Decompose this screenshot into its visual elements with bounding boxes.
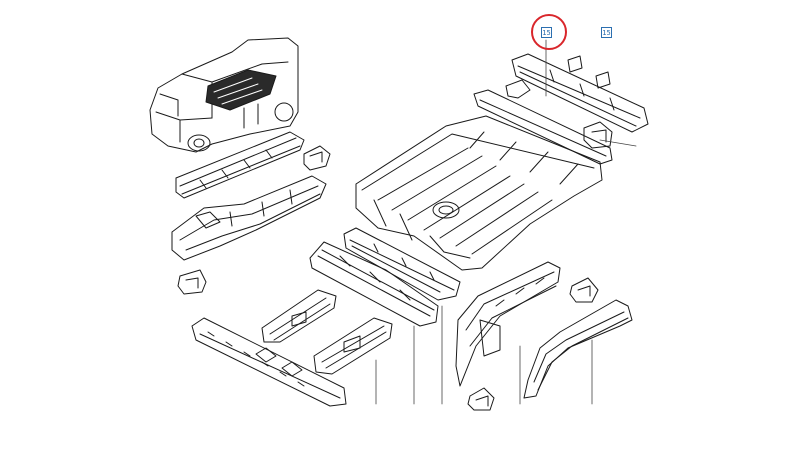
part-rear-crossmember bbox=[511, 53, 649, 133]
part-left-longitudinal bbox=[171, 175, 327, 261]
part-right-side-member bbox=[455, 261, 561, 387]
part-short-bracket-lower bbox=[313, 317, 393, 375]
leader-lines bbox=[375, 39, 637, 405]
part-left-lower-plate bbox=[191, 317, 347, 407]
part-center-sill bbox=[343, 227, 461, 301]
vehicle-floor-highlight bbox=[205, 69, 277, 111]
part-right-wheel-arch bbox=[523, 299, 633, 399]
part-rear-floor-panel bbox=[355, 115, 603, 271]
part-inner-sill bbox=[309, 241, 439, 327]
part-rear-crossmember-lower bbox=[473, 89, 613, 165]
part-bracket-small bbox=[303, 145, 331, 171]
part-crossmember-brackets bbox=[505, 55, 613, 149]
part-callout-label[interactable]: 15 bbox=[541, 27, 552, 38]
part-right-bracket-upper bbox=[569, 277, 599, 303]
part-bracket-bottom bbox=[467, 387, 495, 411]
part-callout-label[interactable]: 15 bbox=[601, 27, 612, 38]
part-left-side-rail bbox=[175, 131, 305, 199]
part-bracket-lower-left bbox=[177, 269, 207, 295]
part-short-bracket-upper bbox=[261, 289, 337, 343]
vehicle-thumbnail bbox=[149, 37, 299, 153]
